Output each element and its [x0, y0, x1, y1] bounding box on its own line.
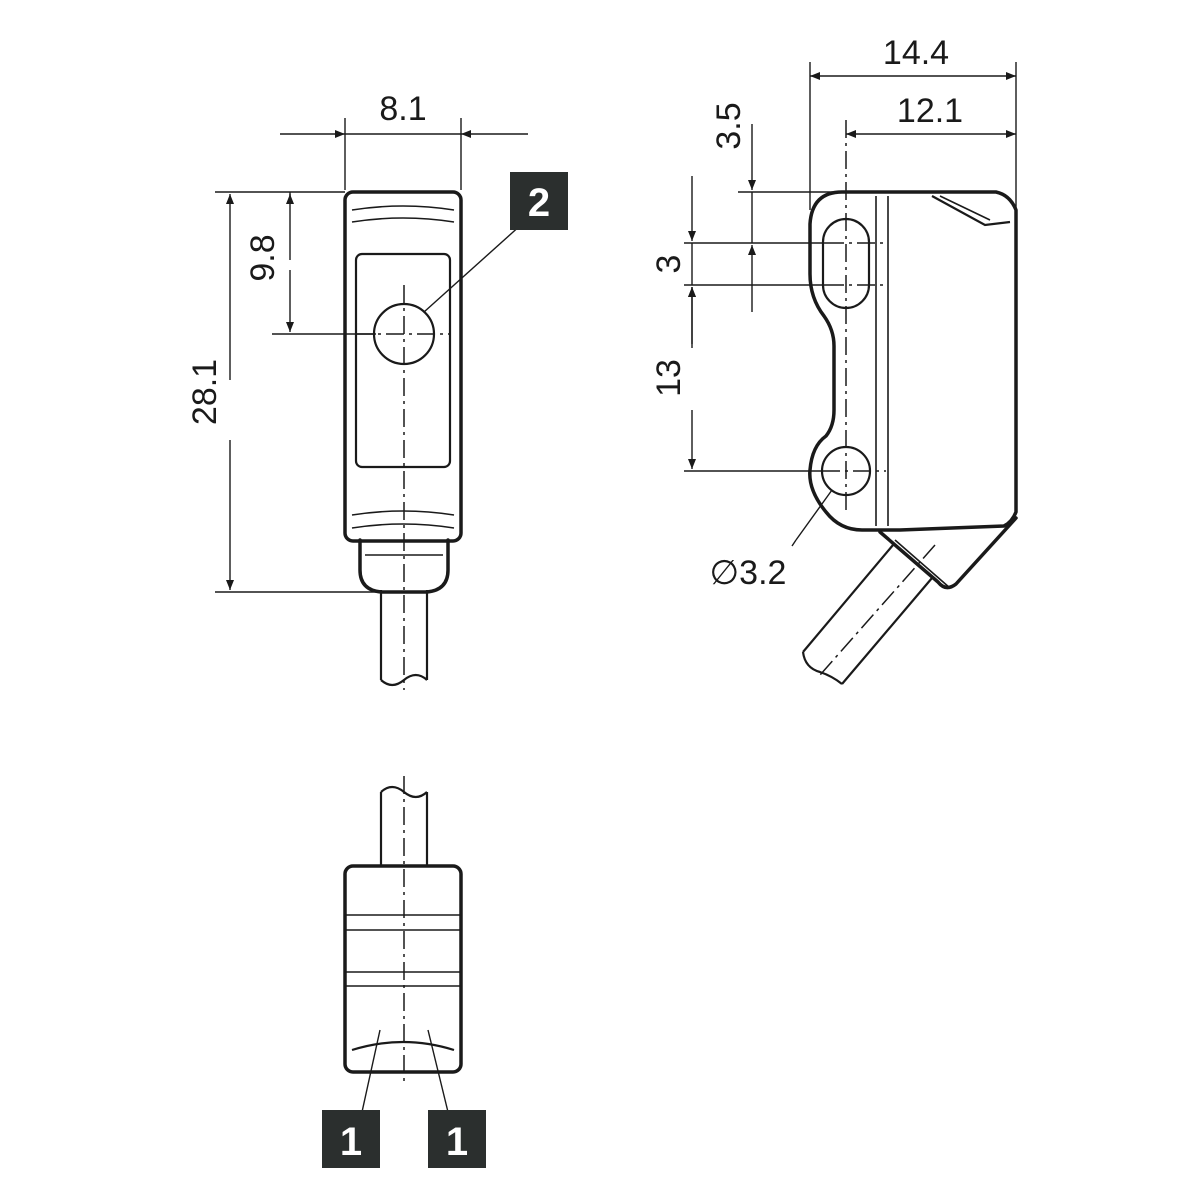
- callout-1-left-label: 1: [340, 1120, 362, 1164]
- callout-indicator-left: 1: [322, 1029, 381, 1168]
- rear-view: [343, 776, 463, 1082]
- dim-side-overall-depth: 14.4: [883, 34, 949, 72]
- side-cable: [801, 544, 936, 685]
- callout-indicator-right: 1: [427, 1029, 486, 1168]
- dim-side-slot-length: 3: [650, 255, 688, 274]
- dim-front-width: 8.1: [379, 90, 426, 128]
- optical-window: [354, 252, 452, 469]
- front-view: [343, 190, 463, 690]
- rear-housing: [343, 864, 463, 1074]
- callout-optical-window: 2: [423, 172, 568, 313]
- side-cable-gland: [878, 516, 1018, 590]
- dim-side-top-offset: 3.5: [710, 102, 748, 149]
- callout-2-label: 2: [528, 181, 550, 225]
- front-cable-gland: [358, 538, 450, 594]
- front-housing: [343, 190, 463, 543]
- callout-1-right-label: 1: [446, 1120, 468, 1164]
- dim-front-height: 28.1: [186, 359, 224, 425]
- dim-side-hole-diameter: ∅3.2: [710, 554, 787, 592]
- dim-side-hole-spacing: 13: [650, 359, 688, 397]
- dim-side-hole-depth: 12.1: [897, 92, 963, 130]
- side-view: [801, 120, 1018, 685]
- side-housing: [808, 190, 1018, 532]
- front-dimensions: 8.1 9.8 28.1: [186, 90, 528, 593]
- side-dimensions: 14.4 12.1 3.5 3 13 ∅3.2: [650, 34, 1017, 592]
- dim-front-hole-offset: 9.8: [244, 234, 282, 281]
- side-slot-hole: [821, 217, 871, 310]
